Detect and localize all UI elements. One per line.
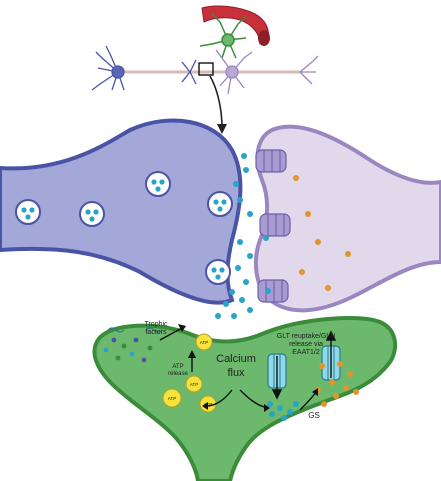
trophic-factors-label-1: Trophic <box>144 321 168 328</box>
blood-vessel-icon <box>201 5 270 46</box>
neuron-network-icon <box>91 5 319 134</box>
atp-release-label-1: ATP <box>172 364 183 370</box>
glt-reuptake-label-3: EAAT1/2 <box>292 349 320 356</box>
trophic-factors-label-2: factors <box>145 329 167 336</box>
zoom-box <box>198 62 214 76</box>
transport-arrows <box>271 330 337 400</box>
postsynaptic-neuron-icon <box>215 49 319 95</box>
atp-label-1: ATP <box>200 340 208 345</box>
astrocyte-small-icon <box>199 13 247 59</box>
calcium-flux-label-1: Calcium <box>216 353 256 365</box>
receptor-icon <box>255 149 291 303</box>
glutamate-in-astrocyte <box>267 401 299 421</box>
presynaptic-neuron-icon <box>91 45 197 91</box>
glt-reuptake-label-2: release via <box>289 341 323 348</box>
trophic-factors-dots <box>103 327 163 363</box>
atp-vesicle-icon <box>162 333 217 413</box>
atp-label-3: ATP <box>190 382 198 387</box>
atp-release-label-2: release <box>168 371 188 377</box>
zoom-arrow <box>209 75 223 129</box>
glutamine-dots-postsynaptic <box>293 175 351 291</box>
glutamate-in-cleft <box>215 153 269 319</box>
glutamine-in-astrocyte <box>315 361 359 407</box>
gs-label: GS <box>308 411 320 420</box>
atp-label-2: ATP <box>168 396 176 401</box>
presynaptic-terminal <box>0 118 243 305</box>
glt-reuptake-label-1: GLT reuptake/GLN <box>277 333 336 340</box>
astrocyte-process <box>92 316 398 481</box>
synaptic-vesicle-icon <box>15 171 233 285</box>
trophic-arrow <box>159 327 183 341</box>
calcium-flux-label-2: flux <box>227 367 245 379</box>
